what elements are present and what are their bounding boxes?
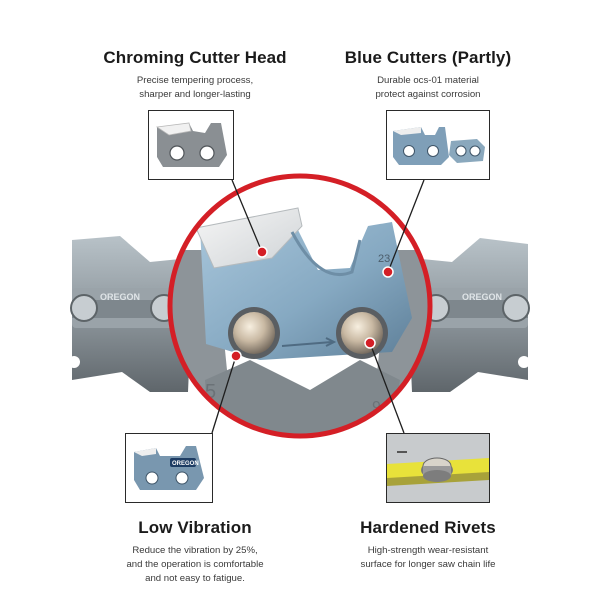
feature-line: Precise tempering process, <box>136 75 254 86</box>
chrome-cutter-icon <box>155 122 227 167</box>
callout-lines <box>211 179 425 434</box>
feature-line: Reduce the vibration by 25%, <box>132 545 258 556</box>
feature-line: and the operation is comfortable <box>126 559 264 570</box>
callout-dots <box>230 246 394 362</box>
feature-description: High-strength wear-resistant surface for… <box>318 544 538 572</box>
feature-low-vibration: Low Vibration Reduce the vibration by 25… <box>85 518 305 586</box>
feature-description: Reduce the vibration by 25%, and the ope… <box>85 544 305 586</box>
feature-line: sharper and longer-lasting <box>139 89 251 100</box>
feature-line: Durable ocs-01 material <box>377 75 479 86</box>
magnifier-ring <box>167 173 433 439</box>
feature-line: High-strength wear-resistant <box>367 545 489 556</box>
feature-line: and not easy to fatigue. <box>145 573 245 584</box>
svg-text:5: 5 <box>205 381 216 403</box>
feature-hardened-rivets: Hardened Rivets High-strength wear-resis… <box>318 518 538 572</box>
inset-hardened-rivets <box>386 433 490 503</box>
inset-brand-label: OREGON <box>172 461 199 467</box>
chain-links-background <box>68 236 530 392</box>
blue-cutters-icon <box>393 127 485 165</box>
svg-text:23: 23 <box>378 253 390 265</box>
inset-chrome-cutter <box>148 110 234 180</box>
feature-description: Durable ocs-01 material protect against … <box>318 74 538 102</box>
feature-title: Chroming Cutter Head <box>103 48 287 67</box>
feature-chroming-cutter-head: Chroming Cutter Head Precise tempering p… <box>85 48 305 102</box>
feature-line: protect against corrosion <box>375 89 481 100</box>
inset-low-vibration-link: OREGON <box>125 433 213 503</box>
feature-blue-cutters: Blue Cutters (Partly) Durable ocs-01 mat… <box>318 48 538 102</box>
inset-blue-cutters <box>386 110 490 180</box>
feature-description: Precise tempering process, sharper and l… <box>85 74 305 102</box>
svg-text:9: 9 <box>372 399 381 416</box>
feature-title: Hardened Rivets <box>360 518 496 537</box>
vibration-link-icon: OREGON <box>134 446 204 490</box>
engraving-left: OREGON <box>100 292 140 302</box>
rivet-icon <box>387 434 489 502</box>
magnified-cutter: 5 9 23 <box>170 176 430 436</box>
feature-title: Blue Cutters (Partly) <box>344 48 512 67</box>
feature-line: surface for longer saw chain life <box>360 559 496 570</box>
feature-title: Low Vibration <box>138 518 252 537</box>
engraving-right: OREGON <box>462 292 502 302</box>
